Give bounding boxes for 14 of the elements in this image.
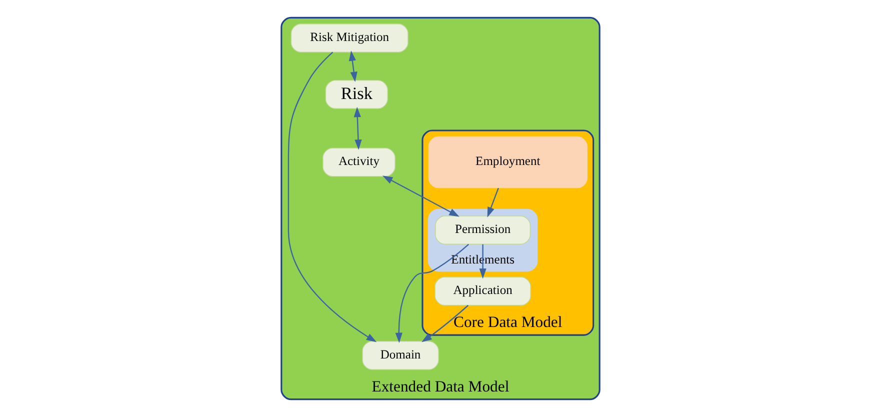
arrow	[422, 304, 469, 342]
node-box: Employment	[428, 136, 588, 188]
node-box: Application	[434, 276, 532, 306]
arrow	[382, 176, 460, 217]
arrow	[288, 52, 377, 342]
arrow	[395, 244, 469, 343]
arrow	[354, 106, 362, 150]
node-box: Domain	[362, 340, 439, 370]
node-box: Risk	[325, 80, 388, 109]
node-box: Risk Mitigation	[290, 24, 408, 53]
node-box: Activity	[322, 148, 396, 177]
arrow	[348, 50, 358, 82]
arrow	[487, 188, 499, 218]
node-box: Permission	[435, 216, 531, 245]
